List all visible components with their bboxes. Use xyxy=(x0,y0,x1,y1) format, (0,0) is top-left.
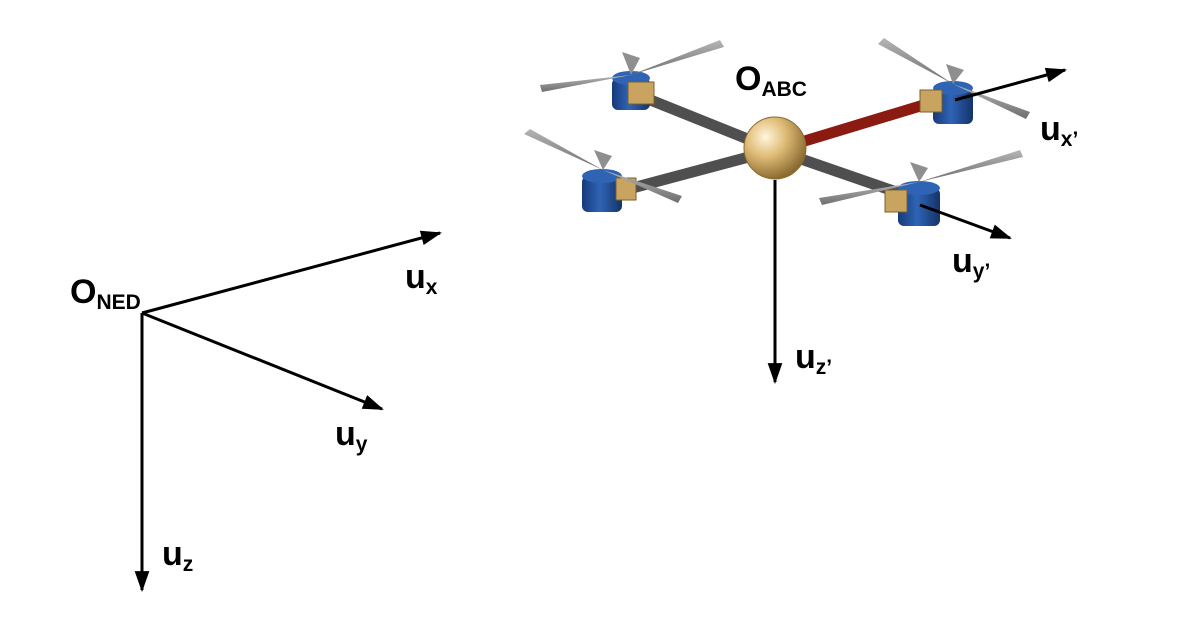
ned-origin-label: ONED xyxy=(70,273,141,314)
body-y-axis-arrow xyxy=(919,203,1012,240)
rotor-front-left xyxy=(524,129,682,212)
body-origin-label: OABC xyxy=(735,60,807,101)
propeller-blade xyxy=(910,162,928,182)
propeller-blade xyxy=(946,64,964,84)
propeller-blade xyxy=(953,84,1030,119)
ned-y-axis-arrow xyxy=(141,311,384,411)
propeller-blade xyxy=(622,52,640,75)
ned-frame: ONED ux uy uz xyxy=(70,230,443,593)
propeller-blade xyxy=(594,150,612,170)
quadcopter xyxy=(524,38,1030,226)
motor-mount xyxy=(627,81,655,105)
body-z-axis-label: uz’ xyxy=(795,338,832,379)
center-hub xyxy=(743,116,807,180)
ned-z-axis-label: uz xyxy=(162,535,193,576)
propeller-blade xyxy=(819,182,919,205)
rotor-rear-right xyxy=(878,38,1030,124)
propeller-blade xyxy=(524,129,603,170)
rotor-front-right xyxy=(819,150,1023,226)
body-y-axis-label: uy’ xyxy=(952,242,990,283)
propeller-blade xyxy=(540,75,631,92)
motor-body xyxy=(898,188,940,226)
propeller-blade xyxy=(919,150,1023,182)
motor-top xyxy=(933,81,973,95)
ned-x-axis-label: ux xyxy=(405,258,438,299)
motor-mount xyxy=(919,89,943,113)
ned-x-axis-arrow xyxy=(141,230,443,315)
motor-top xyxy=(582,169,622,183)
propeller-blade xyxy=(631,40,724,75)
body-x-axis-label: ux’ xyxy=(1040,110,1078,151)
propeller-blade xyxy=(878,38,953,84)
motor-body xyxy=(582,176,622,212)
ned-y-axis-label: uy xyxy=(335,415,368,456)
rotor-rear-left xyxy=(540,40,724,110)
propeller-blade xyxy=(603,170,682,203)
body-x-axis-arrow xyxy=(954,67,1068,102)
motor-mount xyxy=(884,189,908,213)
body-frame: OABC ux’ uy’ uz’ xyxy=(735,60,1078,385)
motor-top xyxy=(898,181,940,195)
